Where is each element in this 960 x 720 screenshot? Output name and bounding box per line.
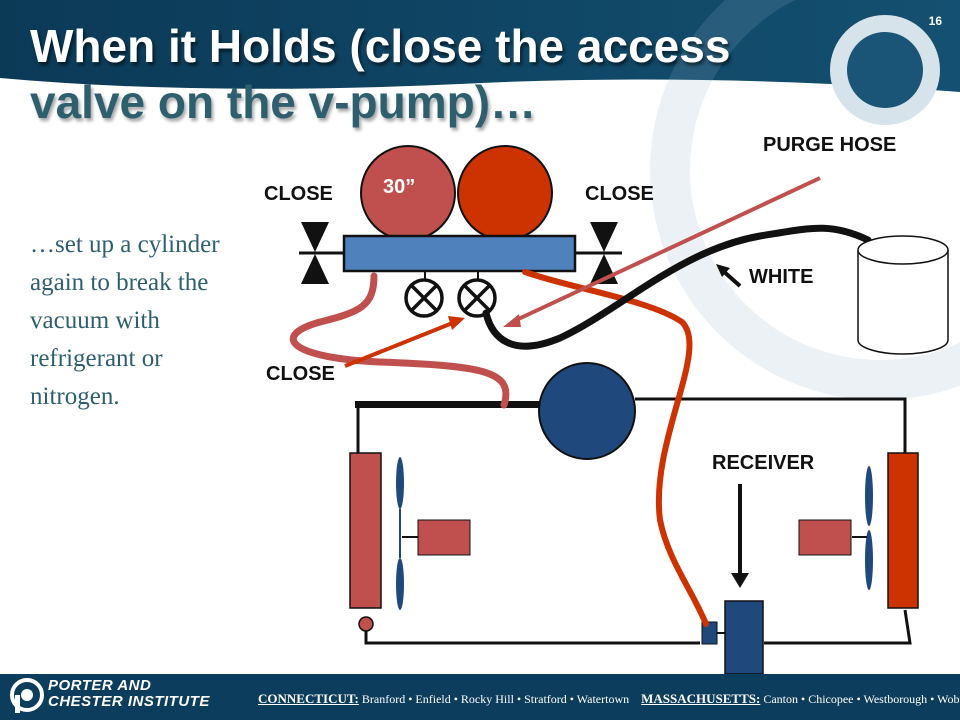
receiver-tank bbox=[724, 600, 764, 675]
manifold-body bbox=[342, 234, 577, 273]
footer-ma-label: MASSACHUSETTS: bbox=[641, 691, 761, 706]
footer-ct-label: CONNECTICUT: bbox=[258, 691, 359, 706]
slide-title: When it Holds (close the access valve on… bbox=[30, 18, 860, 130]
label-receiver: RECEIVER bbox=[712, 452, 815, 474]
evaporator-fan-motor bbox=[417, 519, 471, 556]
recovery-cylinder bbox=[857, 235, 949, 355]
footer-locations: CONNECTICUT: Branford • Enfield • Rocky … bbox=[258, 691, 960, 707]
high-side-gauge bbox=[457, 145, 553, 241]
evaporator-coil bbox=[349, 452, 382, 609]
institute-logo-text: PORTER AND CHESTER INSTITUTE bbox=[48, 678, 210, 710]
manifold-valve-right bbox=[457, 278, 497, 318]
label-close-left: CLOSE bbox=[264, 183, 333, 205]
evaporator-fan-blade-top bbox=[396, 457, 404, 509]
evaporator-fan-blade-bottom bbox=[396, 558, 404, 610]
receiver-arrow bbox=[731, 573, 749, 588]
label-close-right: CLOSE bbox=[585, 183, 654, 205]
low-side-gauge-reading: 30” bbox=[383, 176, 416, 198]
manifold-valve-left bbox=[404, 278, 444, 318]
slide-body-text: …set up a cylinder again to break the va… bbox=[30, 231, 220, 410]
high-side-hose bbox=[522, 269, 709, 627]
condenser-fan-blade-top bbox=[865, 466, 873, 526]
label-white: WHITE bbox=[749, 266, 814, 288]
page-number: 16 bbox=[928, 14, 942, 28]
metering-device bbox=[358, 616, 374, 632]
condenser-coil bbox=[887, 452, 919, 609]
porter-chester-logo-icon bbox=[10, 678, 44, 713]
label-close-lower: CLOSE bbox=[266, 363, 335, 385]
compressor bbox=[538, 362, 636, 460]
condenser-fan-blade-bottom bbox=[865, 530, 873, 590]
condenser-fan-motor bbox=[798, 519, 852, 556]
slide-title-line1: When it Holds (close the access bbox=[30, 20, 731, 72]
footer-ma-locations: Canton • Chicopee • Westborough • Woburn bbox=[763, 692, 960, 706]
footer-ct-locations: Branford • Enfield • Rocky Hill • Stratf… bbox=[361, 692, 630, 706]
low-side-hose bbox=[289, 272, 510, 409]
suction-line bbox=[355, 401, 550, 408]
white-hose bbox=[482, 224, 872, 350]
logo-line2: CHESTER INSTITUTE bbox=[48, 693, 210, 710]
logo-line1: PORTER AND bbox=[48, 677, 152, 694]
close-arrow bbox=[344, 320, 456, 368]
slide-title-line2: valve on the v-pump)… bbox=[30, 76, 537, 128]
label-purge-hose: PURGE HOSE bbox=[763, 134, 897, 156]
footer-bar bbox=[0, 674, 960, 720]
purge-hose-pointer bbox=[511, 176, 821, 324]
